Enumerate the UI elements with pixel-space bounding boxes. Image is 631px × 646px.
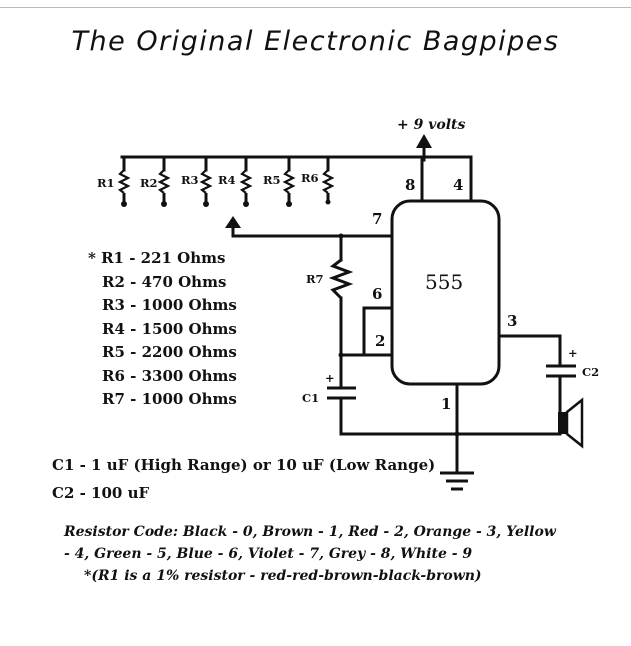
r7-resistor xyxy=(328,258,354,300)
r3-resistor xyxy=(199,169,213,194)
pin-7-label: 7 xyxy=(372,210,383,228)
pin-3-label: 3 xyxy=(507,312,518,330)
ic-555-body xyxy=(390,199,501,386)
pin-6-label: 6 xyxy=(372,285,383,303)
pin-1-label: 1 xyxy=(441,395,452,413)
resistor-value-r2: R2 - 470 Ohms xyxy=(102,272,227,291)
resistor-value-r7: R7 - 1000 Ohms xyxy=(102,390,237,408)
ic-555-label: 555 xyxy=(425,270,464,294)
resistor-value-r6: R6 - 3300 Ohms xyxy=(102,366,237,385)
page-title: The Original Electronic Bagpipes xyxy=(71,26,560,57)
pin4-connection-box xyxy=(420,155,473,203)
resistor-value-r1: * R1 - 221 Ohms xyxy=(88,249,226,267)
pin7-arrowhead xyxy=(225,216,241,228)
r1-label: R1 xyxy=(97,176,115,190)
resistor-code-line-3: *(R1 is a 1% resistor - red-red-brown-bl… xyxy=(84,568,482,584)
pin-8-label: 8 xyxy=(405,176,416,194)
pin-4-label: 4 xyxy=(453,176,464,194)
resistor-value-list: * R1 - 221 Ohms R2 - 470 Ohms R3 - 1000 … xyxy=(88,247,237,412)
r5-resistor xyxy=(282,169,296,194)
resistor-value-r4: R4 - 1500 Ohms xyxy=(102,319,237,338)
r4-resistor xyxy=(239,169,253,194)
r7-label: R7 xyxy=(306,272,324,286)
capacitor-value-c1: C1 - 1 uF (High Range) or 10 uF (Low Ran… xyxy=(52,456,436,474)
ground-symbol xyxy=(440,471,474,491)
supply-voltage-label: + 9 volts xyxy=(397,117,466,133)
resistor-code-line-2: - 4, Green - 5, Blue - 6, Violet - 7, Gr… xyxy=(64,546,473,562)
c2-plus-label: + xyxy=(568,346,578,360)
c2-label: C2 xyxy=(582,365,600,379)
c1-label: C1 xyxy=(302,391,320,405)
capacitor-value-c2: C2 - 100 uF xyxy=(52,484,150,502)
resistor-code-line-1: Resistor Code: Black - 0, Brown - 1, Red… xyxy=(64,524,556,540)
resistor-value-r5: R5 - 2200 Ohms xyxy=(102,343,237,361)
speaker-icon xyxy=(558,412,567,434)
r6-resistor xyxy=(321,169,335,194)
r5-label: R5 xyxy=(263,173,281,187)
r1-resistor xyxy=(117,169,131,194)
r2-resistor xyxy=(157,169,171,194)
supply-arrowhead xyxy=(416,134,432,148)
resistor-value-r3: R3 - 1000 Ohms xyxy=(102,296,237,314)
r6-label: R6 xyxy=(301,171,319,185)
scan-edge-line xyxy=(0,7,631,8)
r4-label: R4 xyxy=(218,173,236,187)
pin-2-label: 2 xyxy=(375,332,386,350)
c1-plus-label: + xyxy=(325,371,335,385)
r2-label: R2 xyxy=(140,176,158,190)
r3-label: R3 xyxy=(181,173,199,187)
